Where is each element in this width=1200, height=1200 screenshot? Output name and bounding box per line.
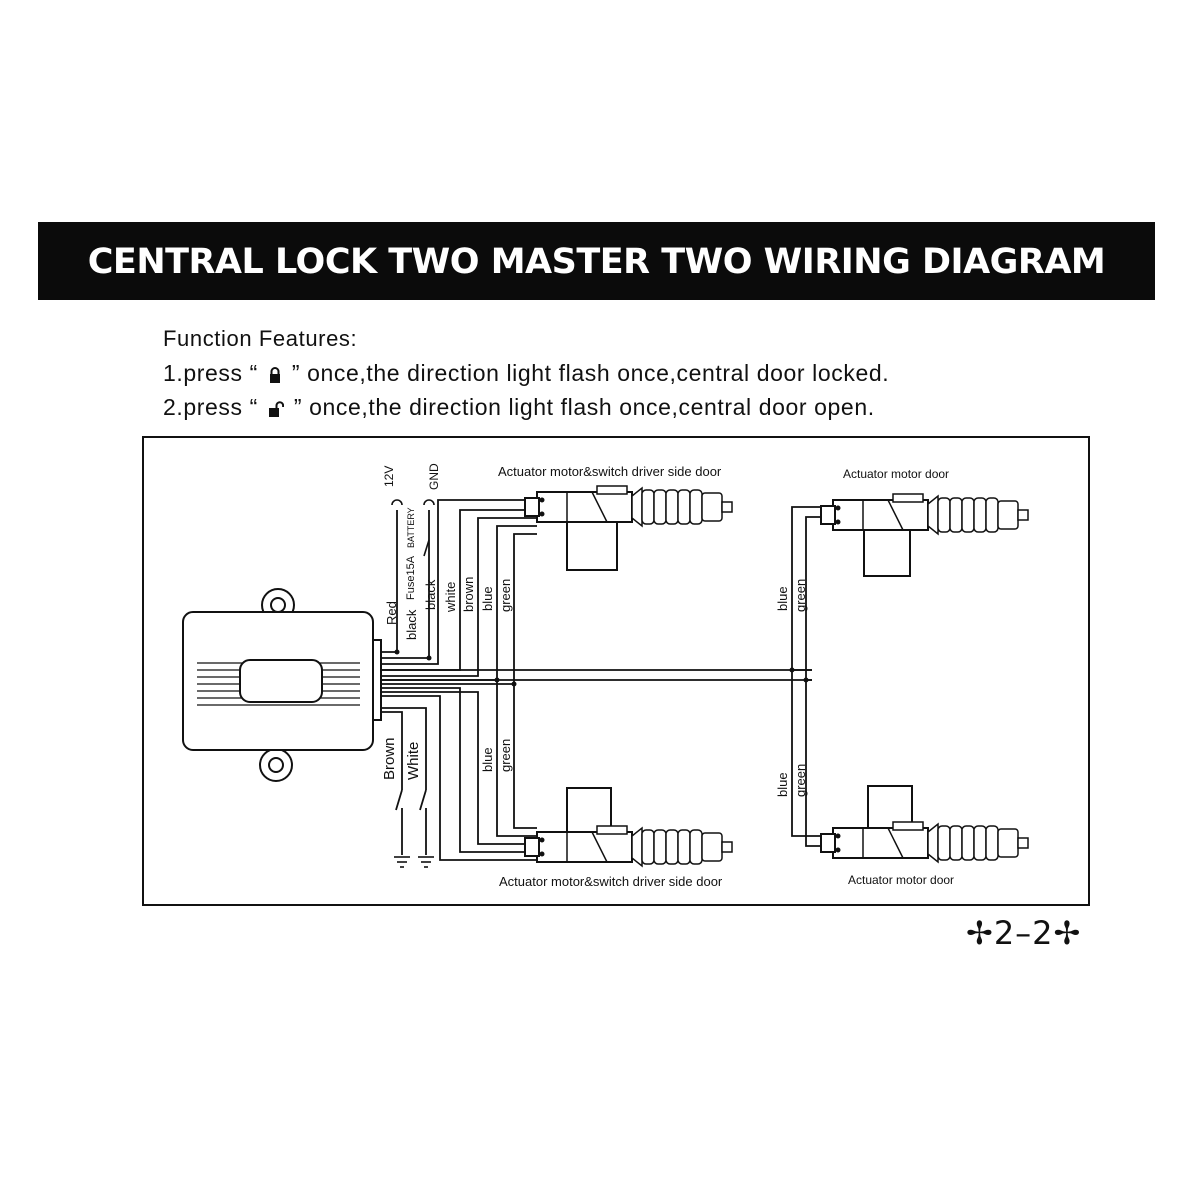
label-12v: 12V bbox=[382, 466, 396, 487]
label-actuator-bottom-left: Actuator motor&switch driver side door bbox=[499, 874, 723, 889]
label-battery: BATTERY bbox=[406, 507, 416, 548]
feature-item-unlock: 2.press “ ” once,the direction light fla… bbox=[163, 394, 875, 421]
label-actuator-top-right: Actuator motor door bbox=[843, 467, 949, 481]
actuator-top-right bbox=[820, 493, 1029, 535]
wire-label-white: white bbox=[443, 582, 458, 613]
control-unit bbox=[182, 588, 382, 782]
label-actuator-bottom-right: Actuator motor door bbox=[848, 873, 954, 887]
wire-label-brown: brown bbox=[461, 577, 476, 612]
feature-2-prefix: 2.press “ bbox=[163, 394, 258, 420]
diagram-frame bbox=[142, 436, 1090, 906]
feature-2-suffix: ” once,the direction light flash once,ce… bbox=[293, 394, 875, 420]
wire-label-bottom-blue: blue bbox=[480, 747, 495, 772]
features-heading: Function Features: bbox=[163, 326, 358, 351]
feature-1-suffix: ” once,the direction light flash once,ce… bbox=[291, 360, 890, 386]
wire-bundle bbox=[381, 499, 833, 861]
wire-label-red: Red bbox=[384, 601, 399, 625]
ground-symbols bbox=[394, 856, 434, 868]
wire-label-brown-switch: Brown bbox=[381, 737, 398, 780]
label-fuse: Fuse15A bbox=[405, 555, 417, 600]
feature-item-lock: 1.press “ ” once,the direction light fla… bbox=[163, 360, 889, 387]
wire-label-black-1: black bbox=[404, 609, 419, 640]
actuator-top-left bbox=[524, 485, 733, 527]
padlock-open-icon bbox=[268, 401, 284, 417]
power-connectors bbox=[391, 499, 435, 557]
wire-label-right-bottom-green: green bbox=[793, 764, 808, 797]
diagram-title: CENTRAL LOCK TWO MASTER TWO WIRING DIAGR… bbox=[87, 242, 1106, 282]
label-actuator-top-left: Actuator motor&switch driver side door bbox=[498, 464, 722, 479]
padlock-closed-icon bbox=[269, 366, 280, 383]
label-gnd: GND bbox=[427, 463, 441, 490]
title-banner: CENTRAL LOCK TWO MASTER TWO WIRING DIAGR… bbox=[38, 222, 1155, 300]
wire-label-right-bottom-blue: blue bbox=[775, 772, 790, 797]
actuator-bottom-left bbox=[524, 825, 733, 867]
feature-1-prefix: 1.press “ bbox=[163, 360, 258, 386]
wire-label-white-switch: White bbox=[405, 742, 422, 780]
wire-label-bottom-green: green bbox=[498, 739, 513, 772]
actuator-bottom-right bbox=[820, 821, 1029, 863]
wire-label-green: green bbox=[498, 579, 513, 612]
wire-label-right-top-blue: blue bbox=[775, 586, 790, 611]
wire-label-blue: blue bbox=[480, 586, 495, 611]
page-number: ✢2–2✢ bbox=[966, 914, 1082, 952]
wire-label-black-2: black bbox=[423, 579, 438, 610]
wire-label-right-top-green: green bbox=[793, 579, 808, 612]
